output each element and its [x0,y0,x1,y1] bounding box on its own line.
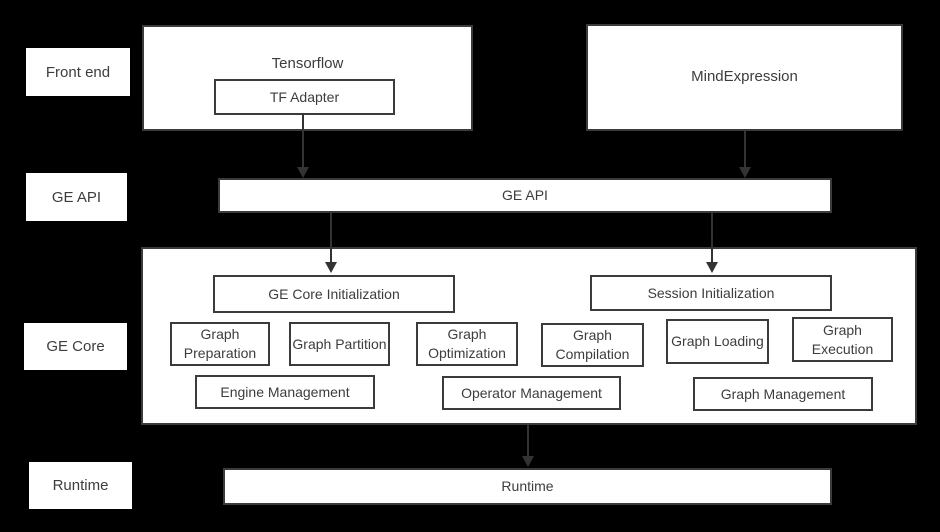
row-label-front-end: Front end [26,48,130,96]
tensorflow-box: Tensorflow TF Adapter [142,25,473,131]
mindexpression-box: MindExpression [586,24,903,131]
row-label-ge-api: GE API [26,173,127,221]
graph-compilation-box: Graph Compilation [541,323,644,367]
row-label-runtime: Runtime [29,462,132,509]
runtime-bar: Runtime [223,468,832,505]
tensorflow-label: Tensorflow [271,55,344,72]
session-initialization-box: Session Initialization [590,275,832,311]
ge-core-box: GE Core Initialization Session Initializ… [141,247,917,425]
graph-partition-box: Graph Partition [289,322,390,366]
graph-management-box: Graph Management [693,377,873,411]
ge-core-initialization-box: GE Core Initialization [213,275,455,313]
engine-management-box: Engine Management [195,375,375,409]
operator-management-box: Operator Management [442,376,621,410]
graph-preparation-box: Graph Preparation [170,322,270,366]
graph-loading-box: Graph Loading [666,319,769,364]
graph-execution-box: Graph Execution [792,317,893,362]
row-label-ge-core: GE Core [24,323,127,370]
graph-optimization-box: Graph Optimization [416,322,518,366]
ge-api-bar: GE API [218,178,832,213]
tf-adapter-box: TF Adapter [214,79,395,115]
